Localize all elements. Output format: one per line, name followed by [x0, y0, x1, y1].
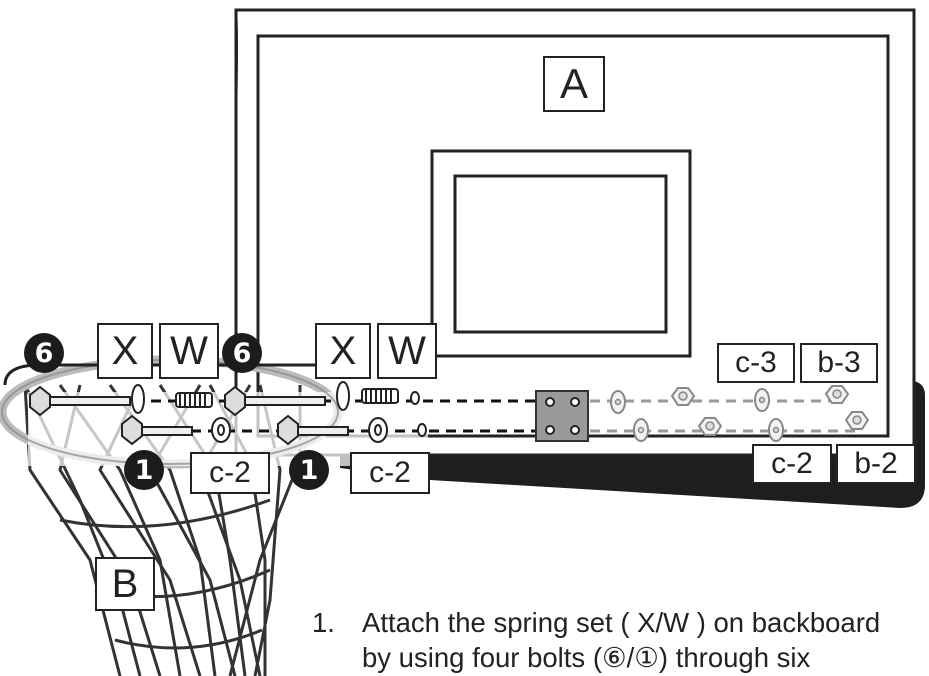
label-rim-b: B [95, 557, 155, 611]
washer-c2-right [368, 417, 388, 443]
label-b3: b-3 [800, 343, 878, 383]
label-w-right: W [377, 323, 437, 379]
spring-washer-x-right [336, 381, 350, 411]
nut-alignment-lines [590, 399, 860, 433]
label-b2: b-2 [836, 444, 916, 484]
spring-washer-x-left [131, 384, 145, 414]
instruction-line-2: by using four bolts (⑥/①) through six [362, 642, 810, 674]
bolt-alignment-lines [100, 399, 540, 433]
callout-1-left: 1 [124, 450, 164, 490]
label-x-left: X [97, 323, 153, 379]
spring-w-right [361, 388, 399, 404]
label-c2-left: c-2 [190, 452, 270, 494]
shooter-box-inner [453, 174, 668, 334]
label-backboard-a: A [543, 56, 605, 112]
shooter-box-outer [430, 149, 692, 358]
washer-c2-left [211, 417, 231, 443]
callout-6-right: 6 [222, 333, 262, 373]
label-x-right: X [315, 323, 371, 379]
label-c2-center: c-2 [350, 452, 430, 494]
bolt-6-right [224, 385, 326, 417]
bolt-1-right [277, 414, 349, 446]
spring-w-left [175, 392, 213, 408]
label-c3: c-3 [717, 343, 795, 383]
instruction-number: 1. [312, 607, 335, 638]
label-w-left: W [159, 323, 219, 379]
bolt-1-left [121, 414, 193, 446]
callout-6-left: 6 [24, 333, 64, 373]
label-c2-right: c-2 [752, 444, 832, 484]
instruction-text-2: by using four bolts (⑥/①) through six [362, 642, 811, 673]
mounting-plate [535, 390, 589, 442]
bolt-6-left [29, 385, 131, 417]
instruction-text-1: Attach the spring set ( X/W ) on backboa… [362, 607, 881, 638]
instruction-line-1: 1. Attach the spring set ( X/W ) on backb… [312, 607, 880, 639]
callout-1-right: 1 [289, 450, 329, 490]
